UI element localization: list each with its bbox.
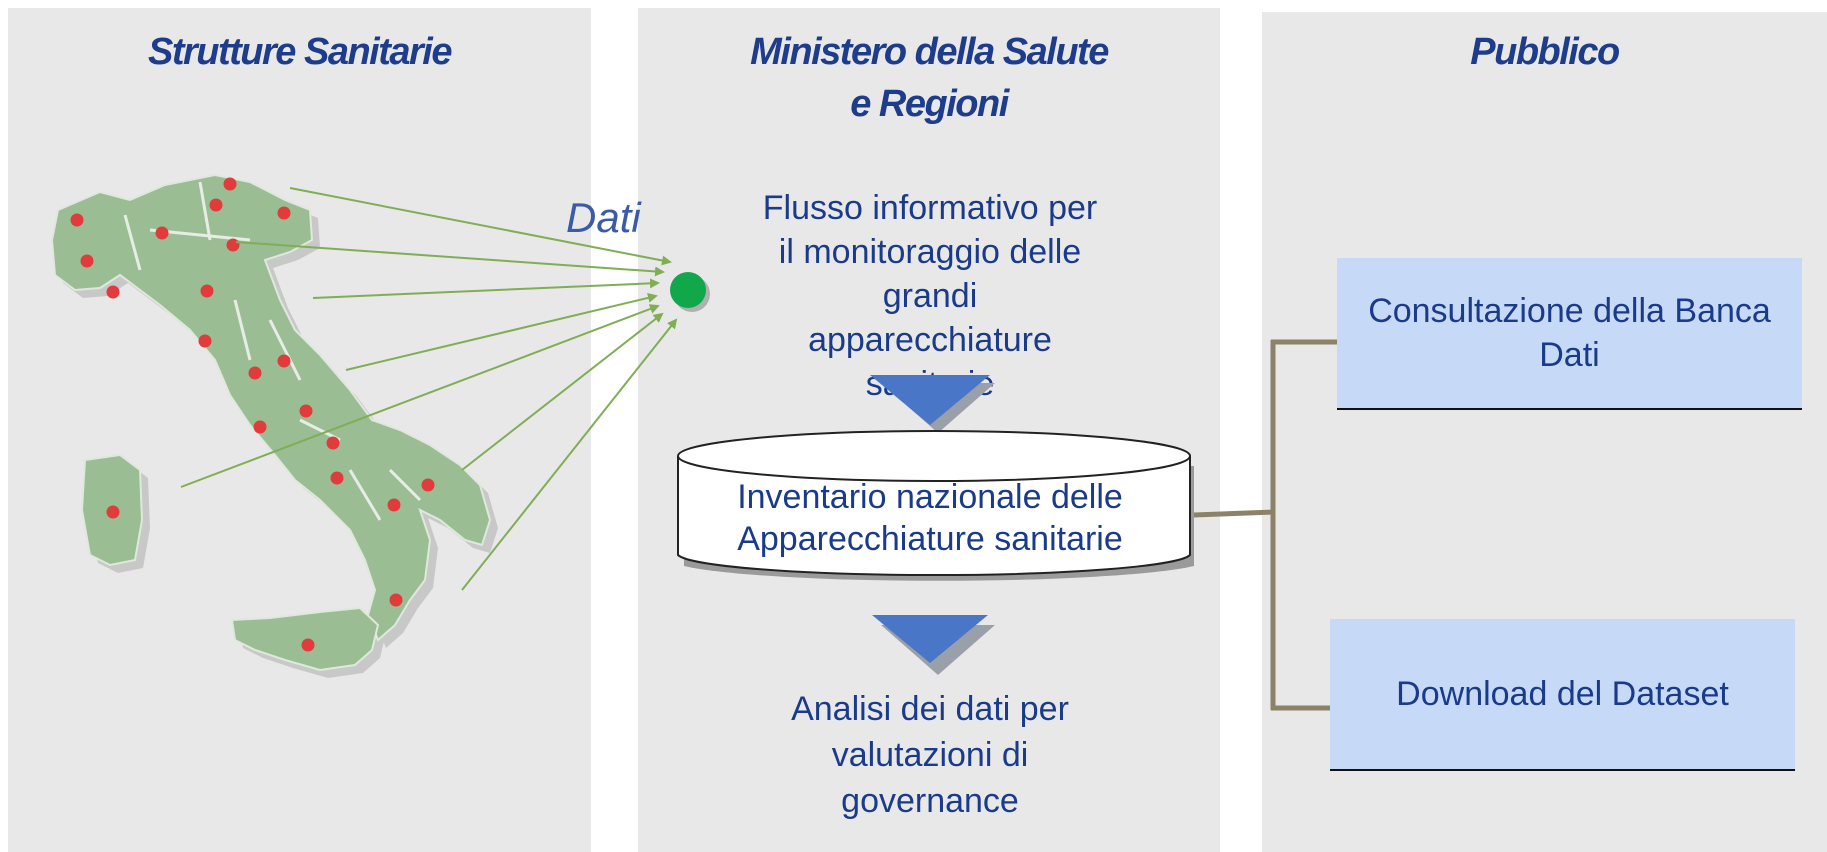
- facility-dot: [277, 206, 291, 220]
- facility-dot: [389, 593, 403, 607]
- flow-arrow: [345, 292, 658, 371]
- download-label: Download del Dataset: [1396, 675, 1729, 713]
- facility-dot: [301, 638, 315, 652]
- data-flow-arrows: [180, 187, 678, 591]
- analisi-line: Analisi dei dati per: [791, 690, 1069, 728]
- flusso-line: apparecchiature: [808, 321, 1052, 359]
- flow-label-dati: Dati: [566, 194, 641, 241]
- database-line: Inventario nazionale delle: [737, 478, 1123, 516]
- facility-dot: [387, 498, 401, 512]
- facility-dot: [200, 284, 214, 298]
- flow-arrow: [235, 241, 665, 277]
- facility-dot: [223, 177, 237, 191]
- flusso-informativo-text: Flusso informativo per il monitoraggio d…: [730, 186, 1130, 406]
- facility-dot: [330, 471, 344, 485]
- column-title-strutture: Strutture Sanitarie: [147, 31, 453, 73]
- facility-dot: [299, 404, 313, 418]
- panel-ministero: Ministero della Salute e Regioni: [638, 8, 1220, 852]
- collection-point: [670, 272, 706, 308]
- column-title-ministero-line2: e Regioni: [850, 83, 1009, 125]
- consultazione-line: Consultazione della Banca: [1368, 292, 1771, 330]
- consultazione-banca-dati-box[interactable]: Consultazione della Banca Dati: [1337, 258, 1802, 410]
- facility-dot: [155, 226, 169, 240]
- facility-dot: [326, 436, 340, 450]
- facility-dot: [106, 285, 120, 299]
- analisi-line: valutazioni di: [831, 736, 1029, 774]
- flow-arrow: [461, 312, 664, 471]
- facility-dot: [209, 198, 223, 212]
- database-cylinder: [677, 430, 1194, 581]
- facility-dot: [226, 238, 240, 252]
- flusso-line: Flusso informativo per: [762, 189, 1098, 227]
- analisi-line: governance: [841, 782, 1019, 820]
- facility-dots: [70, 177, 435, 652]
- download-dataset-box[interactable]: Download del Dataset: [1330, 619, 1795, 771]
- facility-dot: [80, 254, 94, 268]
- flow-arrow: [180, 304, 660, 488]
- flow-arrow: [312, 278, 660, 299]
- facility-dot: [421, 478, 435, 492]
- flow-arrow: [289, 187, 672, 266]
- column-title-ministero-line1: Ministero della Salute: [750, 31, 1109, 73]
- facility-dot: [106, 505, 120, 519]
- down-arrow-bottom: [872, 615, 995, 675]
- analisi-text: Analisi dei dati per valutazioni di gove…: [740, 686, 1120, 824]
- database-line: Apparecchiature sanitarie: [737, 520, 1123, 558]
- flow-arrow: [461, 318, 678, 591]
- facility-dot: [248, 366, 262, 380]
- italy-map: [50, 173, 492, 672]
- consultazione-line: Dati: [1539, 336, 1600, 374]
- facility-dot: [198, 334, 212, 348]
- facility-dot: [70, 213, 84, 227]
- database-label: Inventario nazionale delle Apparecchiatu…: [690, 476, 1170, 560]
- flusso-line: grandi: [882, 277, 978, 315]
- region-borders: [123, 181, 422, 521]
- column-title-pubblico: Pubblico: [1470, 31, 1620, 73]
- flusso-line: il monitoraggio delle: [778, 233, 1082, 271]
- facility-dot: [277, 354, 291, 368]
- down-arrow-top: [870, 375, 995, 433]
- connector-bracket: [1193, 339, 1338, 711]
- facility-dot: [253, 420, 267, 434]
